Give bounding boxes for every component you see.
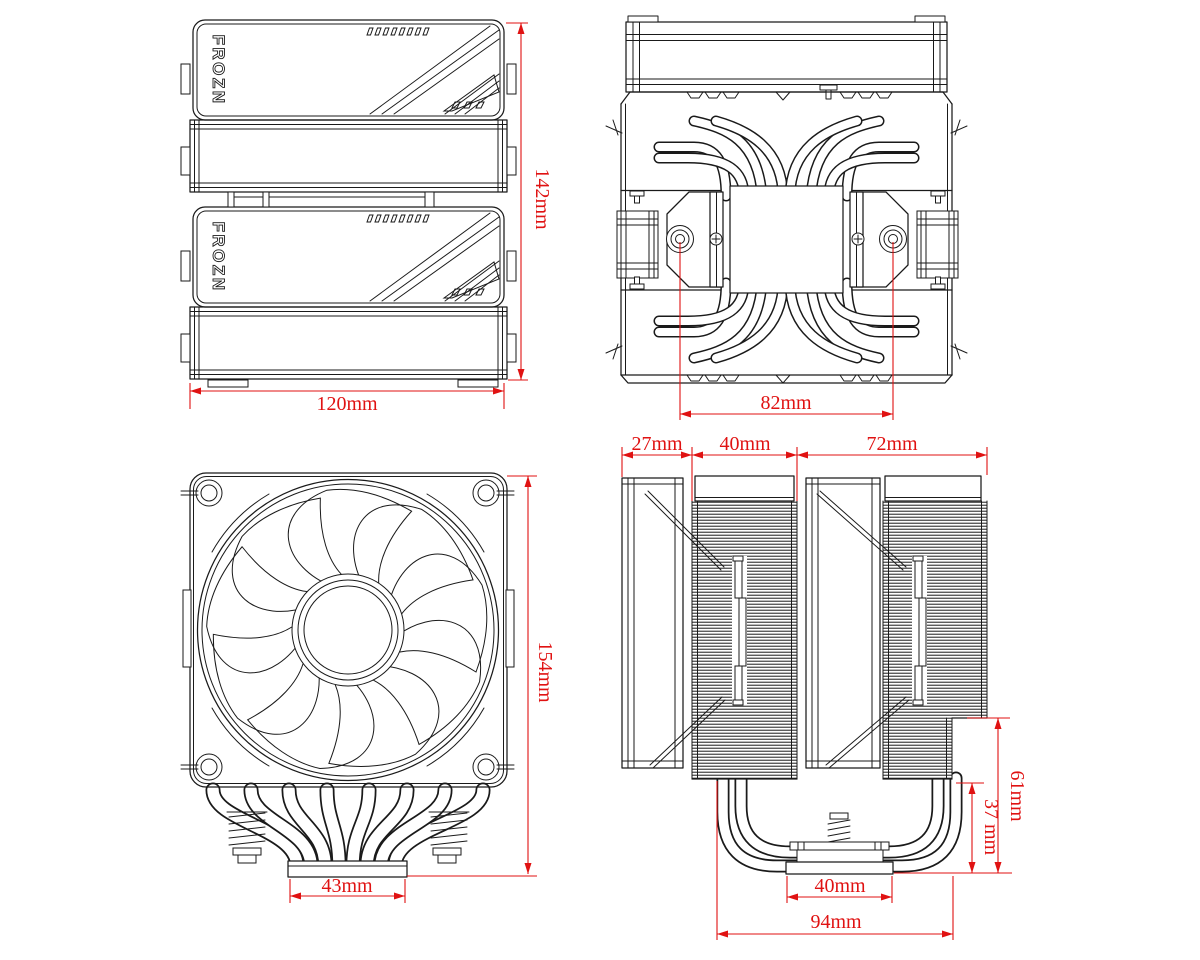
center-block — [709, 185, 864, 294]
dimensions: 120mm 142mm 82mm 154mm — [189, 22, 1028, 940]
side-fan-middle — [805, 477, 881, 769]
view-fans-top: FROZN FROZN — [180, 19, 517, 388]
side-brackets — [616, 190, 959, 290]
frame-tab — [505, 589, 515, 668]
dimension-label: 43mm — [321, 875, 373, 897]
front-tower-fins — [691, 475, 798, 780]
brand-logo-text: FROZN — [209, 34, 228, 105]
dimension-label: 37 mm — [980, 799, 1002, 856]
dimension-82mm: 82mm — [679, 242, 894, 420]
dimension-94mm: 94mm — [716, 781, 954, 940]
dimension-37mm: 37 mm — [956, 782, 1002, 873]
dimension-label: 40mm — [814, 875, 866, 897]
dimension-label: 82mm — [760, 392, 812, 414]
corner-screws — [180, 479, 515, 781]
frame-tab — [182, 589, 192, 668]
dimension-chain-top: 27mm 40mm 72mm — [621, 433, 988, 501]
view-fan-front — [180, 472, 515, 878]
dimension-label: 154mm — [534, 641, 556, 703]
brand-logo-text: FROZN — [209, 221, 228, 292]
dimension-label: 61mm — [1006, 770, 1028, 822]
dimension-label: 40mm — [719, 433, 771, 455]
dimension-43mm: 43mm — [289, 875, 406, 903]
dimension-label: 94mm — [810, 911, 862, 933]
fan-foot — [457, 379, 499, 388]
dimension-label: 120mm — [316, 393, 378, 415]
rear-tower-fins — [882, 475, 988, 780]
side-heatpipes — [716, 771, 963, 873]
dimension-142mm: 142mm — [506, 22, 553, 381]
dimension-40mm-base: 40mm — [786, 875, 893, 903]
fan-hub — [291, 573, 405, 687]
dimension-120mm: 120mm — [189, 383, 505, 415]
dimension-label: 72mm — [866, 433, 918, 455]
spring-screw-right — [428, 811, 470, 864]
dimension-61mm: 61mm — [894, 717, 1028, 874]
dimension-label: 142mm — [531, 168, 553, 230]
top-fan-edge — [625, 15, 948, 100]
cooler-base — [287, 860, 408, 878]
front-heatpipes — [205, 782, 491, 874]
view-side — [621, 475, 988, 875]
base-assembly — [785, 812, 894, 875]
view-heatsink-top — [605, 15, 968, 384]
dimension-154mm: 154mm — [407, 475, 556, 877]
fan-foot — [207, 379, 249, 388]
dimension-label: 27mm — [631, 433, 683, 455]
fan-clips — [644, 490, 910, 769]
corner-clips — [605, 119, 968, 360]
side-fan-left — [621, 477, 684, 769]
fan-connectors — [227, 191, 435, 208]
spring-screw-left — [226, 811, 268, 864]
mounting-screws — [666, 225, 907, 253]
